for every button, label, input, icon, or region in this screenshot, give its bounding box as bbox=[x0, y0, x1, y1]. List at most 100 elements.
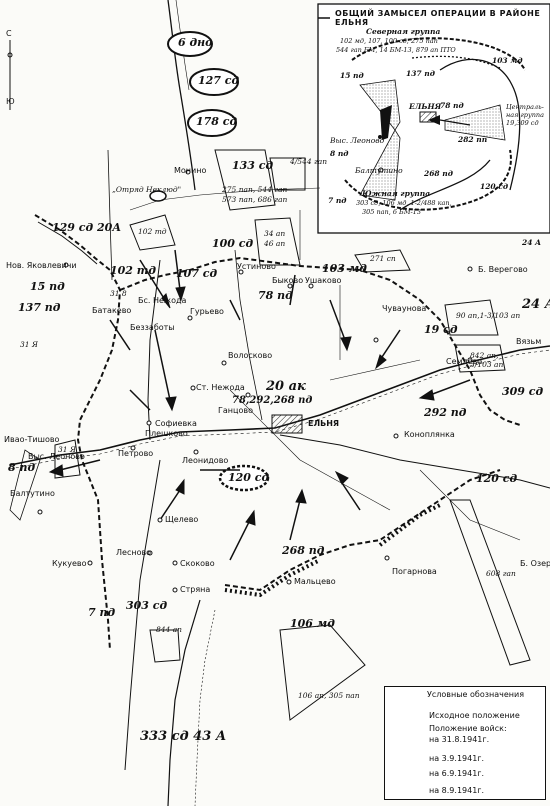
unit-103: 103 мд bbox=[322, 262, 367, 275]
inset-baltutino: Балтутино bbox=[355, 166, 403, 175]
legend: Условные обозначения Исходное положение … bbox=[384, 686, 546, 800]
inset-unit-15: 15 пд bbox=[340, 71, 364, 80]
legend-title: Условные обозначения bbox=[427, 690, 525, 699]
unit-7: 7 пд bbox=[88, 606, 116, 619]
artillery-1: 275 пап, 544 гап bbox=[222, 185, 288, 194]
town-konopliyanka: Коноплянка bbox=[404, 430, 455, 439]
unit-127: 127 сд bbox=[198, 74, 240, 87]
town-gantsovo: Ганцово bbox=[218, 406, 253, 415]
inset-unit-137: 137 пд bbox=[406, 69, 435, 78]
town-sofievka: Софиевка bbox=[155, 419, 197, 428]
reg-842: 842 ап, bbox=[470, 351, 499, 360]
unit-19: 19 сд bbox=[424, 323, 458, 336]
road-southeast bbox=[279, 434, 550, 489]
unit-129: 129 сд 20А bbox=[52, 221, 122, 234]
inset-vys-leonovo: Выс. Леоново bbox=[330, 136, 385, 145]
unit-102b: 102 тд bbox=[138, 227, 167, 236]
artillery-polygon-north bbox=[214, 149, 276, 211]
oval-178 bbox=[187, 109, 237, 137]
inset-unit-268: 268 пд bbox=[424, 169, 453, 178]
town-batakovo: Батакево bbox=[92, 306, 132, 315]
unit-120-east: 120 сд bbox=[476, 472, 518, 485]
town-nezhoda: Ст. Нежода bbox=[196, 383, 245, 392]
inset-central-3: 19,309 сд bbox=[506, 119, 539, 127]
inset-unit-103: 103 мд bbox=[492, 56, 523, 65]
town-vyazma: Вязьм bbox=[516, 337, 542, 346]
unit-133: 133 сд bbox=[232, 159, 274, 172]
unit-292: 292 пд bbox=[424, 406, 467, 419]
unit-24a: 24 А bbox=[522, 297, 550, 312]
unit-107: 107 сд bbox=[176, 267, 218, 280]
town-b-veregovo: Б. Вереговo bbox=[478, 265, 528, 274]
otryad-label: „Отряд Неклюд" bbox=[112, 185, 182, 194]
town-baltutino: Балтутино bbox=[10, 489, 55, 498]
inset-south-units-1: 303 сд, 106 мд, 1-2/488 кап, bbox=[356, 199, 452, 207]
unit-120-center: 120 сд bbox=[228, 471, 270, 484]
south-marker: Ю bbox=[6, 97, 15, 106]
inset-central-1: Централь- bbox=[506, 103, 544, 111]
army-20-units: 78,292,268 пд bbox=[232, 395, 313, 406]
inset-central-2: ная группа bbox=[506, 111, 544, 119]
inset-unit-7: 7 пд bbox=[328, 196, 347, 205]
artillery-2: 573 пап, 686 гап bbox=[222, 195, 288, 204]
town-nov-yakovlevichi: Нов. Яковлевичи bbox=[6, 261, 77, 270]
inset-unit-78: 78 пд bbox=[440, 101, 464, 110]
town-plashkovo: Плешковo bbox=[145, 429, 188, 438]
inset-title: ОБЩИЙ ЗАМЫСЕЛ ОПЕРАЦИИ В РАЙОНЕ ЕЛЬНЯ bbox=[335, 9, 541, 27]
reg-31a: 31 Я bbox=[58, 445, 76, 454]
town-pogarnova: Погарнова bbox=[392, 567, 437, 576]
town-ivao-tishovo: Иваo-Тишово bbox=[4, 435, 60, 444]
reg-3-103: 3/103 ап bbox=[470, 360, 504, 369]
north-arrow bbox=[7, 40, 13, 110]
unit-100: 100 сд bbox=[212, 237, 254, 250]
road-south bbox=[124, 459, 161, 771]
town-monino: Монино bbox=[174, 166, 207, 175]
town-bs-nezhoda: Бс. Нежода bbox=[138, 296, 187, 305]
inset-unit-120: 120 сд bbox=[480, 182, 509, 191]
inset-unit-282: 282 пп bbox=[458, 135, 488, 144]
town-bol-zaozere: Б. Озеро bbox=[520, 559, 550, 568]
town-bezzabotu: Беззаботы bbox=[130, 323, 175, 332]
legend-row-header: Положение войск: bbox=[429, 724, 507, 733]
town-kukuevo: Кукуево bbox=[52, 559, 87, 568]
unit-137: 137 пд bbox=[18, 301, 61, 314]
unit-8: 8 пд bbox=[8, 461, 36, 474]
town-vys-leonovo: Выс. Леоново bbox=[28, 452, 85, 461]
front-line-south bbox=[224, 469, 501, 592]
reg-90: 90 ап,1-3/103 ап bbox=[456, 311, 521, 320]
oval-120-center bbox=[218, 464, 270, 492]
yelnya-town-block bbox=[271, 414, 303, 434]
reg-46: 46 ап bbox=[264, 239, 286, 248]
reg-31c: 31 8 bbox=[110, 289, 127, 298]
town-leonovo: Лесново bbox=[116, 548, 152, 557]
reg-608: 608 гап bbox=[486, 569, 516, 578]
inset-north-group-title: Северная группа bbox=[366, 27, 441, 36]
town-skokovo: Скоково bbox=[180, 559, 215, 568]
unit-309: 309 сд bbox=[502, 385, 544, 398]
town-strunino: Стряна bbox=[180, 585, 211, 594]
town-ushakovo: Ушаково bbox=[305, 276, 342, 285]
inset-north-units-1: 102 мд, 107, 100 сд; 275 пап bbox=[340, 37, 438, 45]
unit-333: 333 сд 43 А bbox=[140, 729, 227, 744]
oval-127 bbox=[189, 68, 239, 96]
legend-row-3-9: на 3.9.1941г. bbox=[429, 754, 485, 763]
town-volosovo: Волосково bbox=[228, 351, 273, 360]
inset-south-units-2: 305 пап, 6 БМ-13 bbox=[362, 208, 421, 216]
town-ustinovo: Устиново bbox=[237, 262, 276, 271]
reg-271: 271 сп bbox=[370, 254, 396, 263]
legend-row-31-8: на 31.8.1941г. bbox=[429, 735, 490, 744]
town-maltsevo: Мальцево bbox=[294, 577, 336, 586]
town-gurevo: Гурьево bbox=[190, 307, 224, 316]
legend-row-6-9: на 6.9.1941г. bbox=[429, 769, 485, 778]
town-leonidovo: Леонидово bbox=[182, 456, 229, 465]
legend-row-8-9: на 8.9.1941г. bbox=[429, 786, 485, 795]
town-yelnya: ЕЛЬНЯ bbox=[308, 419, 340, 428]
inset-unit-8: 8 пд bbox=[330, 149, 349, 158]
unit-102: 102 тд bbox=[110, 264, 157, 277]
legend-row-initial: Исходное положение bbox=[429, 711, 520, 720]
reg-106: 106 ап, 305 пап bbox=[298, 691, 360, 700]
town-petrovo: Петрово bbox=[118, 449, 154, 458]
reg-844: 844 ап bbox=[156, 625, 183, 634]
